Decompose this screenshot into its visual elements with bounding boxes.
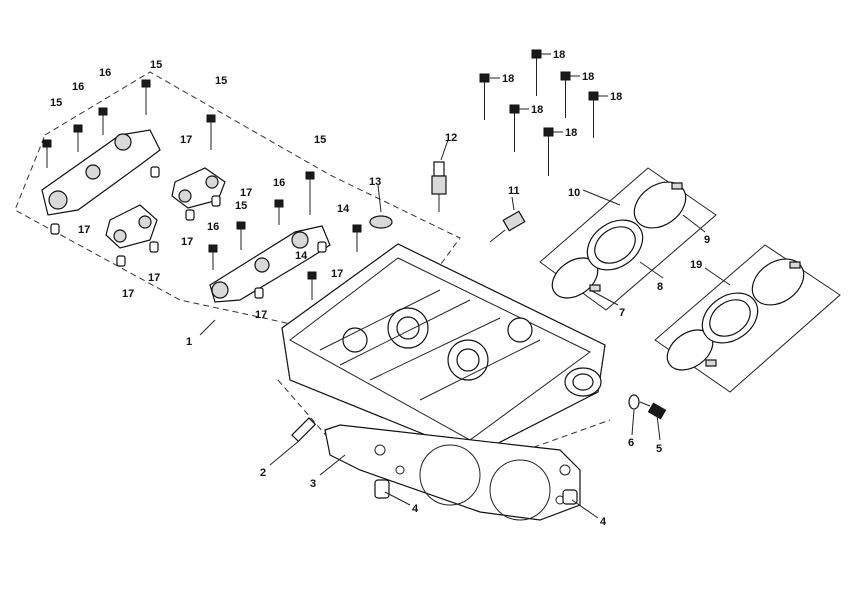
callout-16-b: 16: [72, 81, 84, 93]
callout-2: 2: [260, 467, 266, 479]
dowel-tube: [291, 417, 317, 443]
callout-15-b: 15: [215, 75, 227, 87]
callout-17-a: 17: [180, 134, 192, 146]
oil-seal: [369, 215, 393, 229]
callout-18-c: 18: [582, 71, 594, 83]
callout-labels: 1 2 3 4 4 5 6 7 8 9 10 11 12 13 14 14 15…: [50, 49, 710, 528]
callout-19: 19: [690, 259, 702, 271]
cylinder-head: [281, 243, 606, 456]
callout-15-a: 15: [150, 59, 162, 71]
callout-18-a: 18: [502, 73, 514, 85]
callout-15-c: 15: [50, 97, 62, 109]
callout-17-d: 17: [181, 236, 193, 248]
callout-11: 11: [508, 185, 520, 197]
callout-18-e: 18: [531, 104, 543, 116]
callout-10: 10: [568, 187, 580, 199]
spark-plug: [431, 161, 447, 212]
callout-18-b: 18: [553, 49, 565, 61]
callout-18-f: 18: [565, 127, 577, 139]
cam-cap-large-left: [41, 129, 161, 216]
callout-16-d: 16: [207, 221, 219, 233]
callout-6: 6: [628, 437, 634, 449]
callout-16-c: 16: [273, 177, 285, 189]
temperature-sensor: [489, 210, 526, 243]
head-gasket: [324, 424, 581, 521]
callout-13: 13: [369, 176, 381, 188]
callout-4-right: 4: [600, 516, 607, 528]
callout-15-d: 15: [314, 134, 326, 146]
callout-5: 5: [656, 443, 662, 455]
callout-8: 8: [657, 281, 663, 293]
callout-3: 3: [310, 478, 316, 490]
cam-cap-small-a: [105, 204, 158, 249]
callout-17-b: 17: [240, 187, 252, 199]
callout-17-g: 17: [331, 268, 343, 280]
dowel-4-left: [374, 479, 390, 499]
callout-4-left: 4: [412, 503, 419, 515]
head-bolts-18: [479, 49, 599, 176]
callout-18-d: 18: [610, 91, 622, 103]
cap-bolts: [42, 79, 362, 300]
callout-15-e: 15: [235, 200, 247, 212]
sealing-washer: [628, 394, 640, 410]
callout-17-e: 17: [148, 272, 160, 284]
intake-rubber-group-19: [666, 258, 805, 371]
intake-rubber-group-10: [551, 181, 687, 299]
callout-9: 9: [704, 234, 710, 246]
drain-plug: [639, 401, 667, 420]
seal-group-19-outline: [654, 244, 841, 393]
callout-17-f: 17: [122, 288, 134, 300]
seal-group-10-outline: [539, 167, 717, 311]
cam-cap-group-outline: [14, 71, 461, 331]
dowel-pins: [50, 166, 327, 299]
callout-12: 12: [445, 132, 457, 144]
callout-14-upper: 14: [337, 203, 350, 215]
leader-lines: [199, 53, 731, 519]
callout-16-a: 16: [99, 67, 111, 79]
callout-17-h: 17: [255, 309, 267, 321]
callout-17-c: 17: [78, 224, 90, 236]
callout-1: 1: [186, 336, 192, 348]
callout-7: 7: [619, 307, 625, 319]
callout-14-lower: 14: [295, 250, 308, 262]
